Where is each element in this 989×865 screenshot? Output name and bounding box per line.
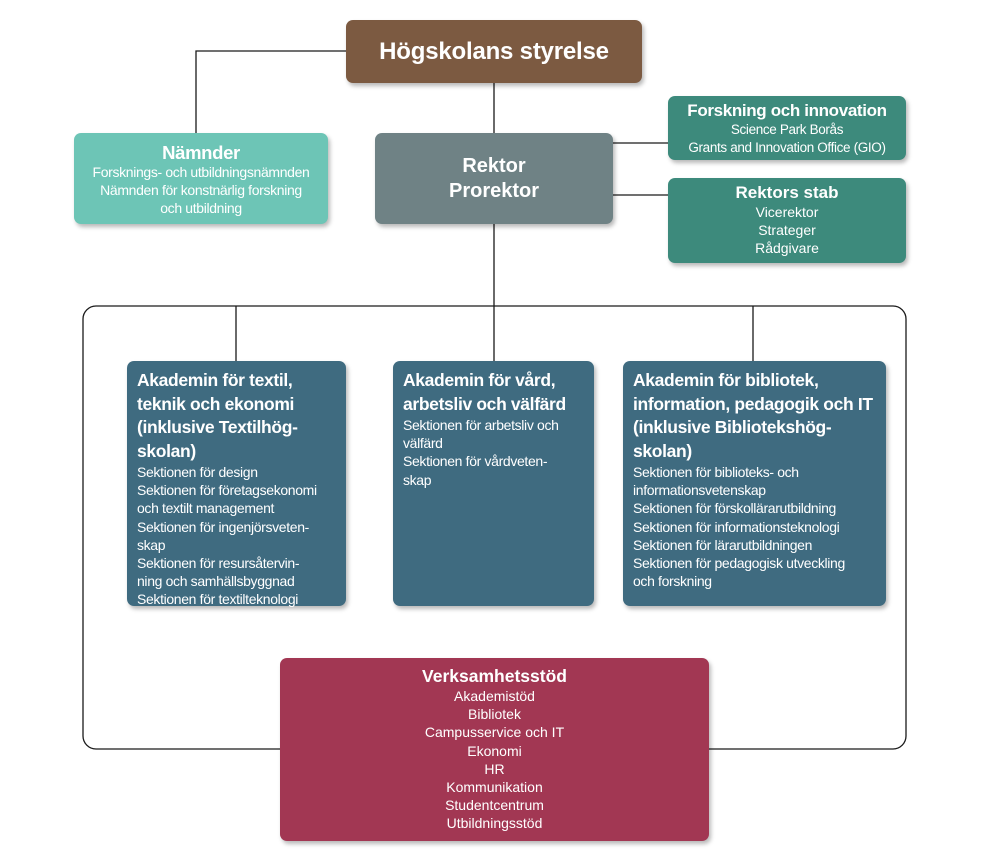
sektion-item: Sektionen för företagsekonomi (137, 482, 317, 499)
akademi-title-line: (inklusive Textilhög- (137, 417, 298, 437)
prorektor-label: Prorektor (448, 179, 540, 202)
forskning-item: Science Park Borås (730, 122, 844, 137)
sektion-item: Sektionen för resursåtervin- (137, 555, 300, 572)
rektors-stab-box: Rektors stab Vicerektor Strateger Rådgiv… (668, 178, 906, 263)
verksamhetsstod-item: Bibliotek (468, 706, 521, 723)
sektion-item: Sektionen för textilteknologi (137, 591, 299, 608)
sektion-item: Sektionen för vårdveten- (403, 453, 548, 470)
verksamhetsstod-item: Studentcentrum (445, 797, 544, 814)
sektion-item: skap (403, 471, 432, 488)
namnder-item: Nämnden för konstnärlig forskning (100, 182, 302, 198)
akademi-title-line: Akademin för bibliotek, (633, 370, 819, 390)
akademi-title-line: skolan) (137, 440, 196, 461)
akademi-textil-box: Akademin för textil, teknik och ekonomi … (127, 361, 346, 608)
rektors-stab-item: Strateger (758, 222, 816, 238)
verksamhetsstod-box: Verksamhetsstöd Akademistöd Bibliotek Ca… (280, 658, 709, 841)
forskning-box: Forskning och innovation Science Park Bo… (668, 96, 906, 160)
sektion-item: välfärd (403, 435, 443, 452)
akademi-title-line: Akademin för textil, (137, 370, 293, 390)
akademi-title-line: teknik och ekonomi (137, 393, 295, 414)
connector-board-namnder (195, 50, 346, 133)
verksamhetsstod-item: Campusservice och IT (424, 724, 565, 741)
namnder-item: Forsknings- och utbildningsnämnden (92, 164, 310, 180)
sektion-item: informationsvetenskap (633, 482, 766, 499)
verksamhetsstod-item: HR (484, 760, 505, 777)
forskning-item: Grants and Innovation Office (GIO) (688, 140, 886, 155)
sektion-item: och forskning (633, 573, 712, 590)
akademi-title-line: (inklusive Bibliotekshög- (633, 417, 832, 437)
rektors-stab-item: Vicerektor (755, 204, 819, 220)
akademi-title-line: skolan) (633, 440, 692, 461)
sektion-item: Sektionen för design (137, 464, 258, 480)
sektion-item: Sektionen för ingenjörsveten- (137, 518, 309, 535)
board-box: Högskolans styrelse (346, 20, 642, 83)
rektor-label: Rektor (462, 154, 526, 177)
verksamhetsstod-title: Verksamhetsstöd (422, 666, 567, 686)
akademi-title-line: information, pedagogik och IT (633, 393, 873, 414)
namnder-title: Nämnder (162, 142, 240, 163)
sektion-item: Sektionen för biblioteks- och (633, 464, 799, 480)
namnder-box: Nämnder Forsknings- och utbildningsnämnd… (74, 133, 328, 224)
verksamhetsstod-item: Utbildningsstöd (446, 815, 543, 832)
sektion-item: skap (137, 536, 166, 553)
akademi-title-line: arbetsliv och välfärd (403, 393, 566, 414)
verksamhetsstod-item: Ekonomi (467, 742, 522, 759)
verksamhetsstod-item: Akademistöd (454, 688, 535, 704)
rektor-box: Rektor Prorektor (375, 133, 613, 224)
akademi-bibliotek-box: Akademin för bibliotek, information, ped… (623, 361, 886, 606)
sektion-item: Sektionen för förskollärarutbildning (633, 500, 836, 517)
akademi-title-line: Akademin för vård, (403, 370, 556, 390)
forskning-title: Forskning och innovation (687, 101, 887, 120)
akademi-vard-box: Akademin för vård, arbetsliv och välfärd… (393, 361, 594, 606)
namnder-item: och utbildning (160, 200, 242, 216)
rektors-stab-title: Rektors stab (735, 183, 839, 202)
sektion-item: och textilt management (137, 500, 275, 517)
sektion-item: Sektionen för lärarutbildningen (633, 536, 813, 553)
board-title: Högskolans styrelse (379, 37, 609, 65)
sektion-item: ning och samhällsbyggnad (137, 573, 295, 590)
sektion-item: Sektionen för informationsteknologi (633, 518, 840, 535)
verksamhetsstod-item: Kommunikation (446, 779, 543, 796)
rektors-stab-item: Rådgivare (755, 240, 819, 256)
sektion-item: Sektionen för pedagogisk utveckling (633, 555, 845, 572)
sektion-item: Sektionen för arbetsliv och (403, 417, 559, 433)
